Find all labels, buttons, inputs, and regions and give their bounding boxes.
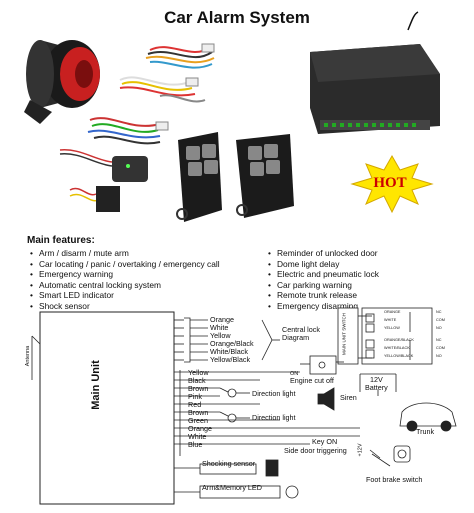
features-list-right: Reminder of unlocked door Dome light del… [268, 248, 379, 312]
feature-item: Emergency disarming [268, 301, 379, 312]
wire-label: Black [188, 376, 206, 385]
wire-label: Yellow [210, 331, 231, 340]
trunk-label: Trunk [416, 427, 435, 436]
wire-label: Orange [210, 315, 234, 324]
siren-label: Siren [340, 393, 357, 402]
wire-label: Orange [188, 424, 212, 433]
remote-control-image [236, 134, 294, 218]
central-lock-label: Central lock Diagram [282, 325, 320, 342]
wire-label: Brown [188, 384, 209, 393]
antenna-label: Antenna [25, 345, 31, 367]
shock-sensor-image [59, 149, 148, 182]
switch-wire-label: WHITE [384, 318, 397, 322]
feature-item: Car parking warning [268, 280, 379, 291]
switch-pin-label: COM [436, 318, 445, 322]
feature-item: Emergency warning [30, 269, 220, 280]
switch-pin-label: COM [436, 346, 445, 350]
wire-label: Blue [188, 440, 203, 449]
hot-badge-text: HOT [373, 175, 407, 191]
foot-brake-label: Foot brake switch [366, 475, 423, 484]
feature-item: Arm / disarm / mute arm [30, 248, 220, 259]
siren-image [24, 40, 100, 124]
switch-pin-label: NO [436, 326, 442, 330]
side-door-label: Side door triggering [284, 446, 347, 455]
relay-image [69, 186, 120, 212]
switch-pin-label: NC [436, 310, 442, 314]
key-on-label: Key ON [312, 437, 338, 446]
features-heading: Main features: [27, 235, 95, 246]
feature-item: Electric and pneumatic lock [268, 269, 379, 280]
direction-light-label: Direction light [252, 413, 296, 422]
on-label: ON [290, 371, 299, 377]
switch-pin-label: NC [436, 338, 442, 342]
feature-item: Dome light delay [268, 259, 379, 270]
engine-cut-off-label: Engine cut off [290, 376, 334, 385]
main-unit-box-image [310, 11, 440, 134]
wire-label: Brown [188, 408, 209, 417]
wire-label: Green [188, 416, 208, 425]
features-list-left: Arm / disarm / mute arm Car locating / p… [30, 248, 220, 312]
battery-symbol [359, 373, 397, 396]
main-unit-label: Main Unit [90, 360, 102, 410]
page-title: Car Alarm System [164, 8, 310, 27]
wire-label: Yellow/Black [210, 355, 251, 364]
wire-harness-image [87, 46, 215, 145]
product-photos [24, 11, 440, 222]
feature-item: Smart LED indicator [30, 290, 220, 301]
plus12v-label: +12V [357, 443, 364, 457]
hot-badge-star [350, 154, 434, 214]
wiring-diagram [31, 307, 457, 505]
feature-item: Car locating / panic / overtaking / emer… [30, 259, 220, 270]
wire-label: White [188, 432, 207, 441]
switch-wire-label: ORANGE [384, 310, 401, 314]
foot-brake-symbol [369, 445, 411, 467]
direction-light-label: Direction light [252, 389, 296, 398]
wire-label: Pink [188, 392, 202, 401]
wire-label: White [210, 323, 229, 332]
lower-wire-harness [174, 370, 360, 456]
upper-wire-harness [174, 317, 280, 363]
engine-cut-off-relay [300, 355, 344, 375]
main-unit-switch-box [337, 307, 433, 365]
shocking-sensor-label: Shocking sensor [202, 459, 256, 468]
feature-item: Reminder of unlocked door [268, 248, 379, 259]
siren-symbol [317, 387, 335, 411]
shocking-sensor-symbol [174, 459, 279, 477]
wire-label: Yellow [188, 368, 209, 377]
feature-item: Remote trunk release [268, 290, 379, 301]
trunk-symbol [399, 402, 457, 432]
wire-label: Orange/Black [210, 339, 254, 348]
arm-memory-led-symbol [174, 485, 299, 499]
switch-wire-label: WHITE/BLACK [384, 346, 410, 350]
main-unit-box [39, 311, 175, 505]
switch-pin-label: NO [436, 354, 442, 358]
battery-label: 12V Battery [365, 375, 388, 392]
remote-control-image [176, 132, 222, 222]
wire-label: White/Black [210, 347, 248, 356]
wire-label: Red [188, 400, 202, 409]
feature-item: Automatic central locking system [30, 280, 220, 291]
main-unit-switch-label: MAIN UNIT SWITCH [341, 313, 347, 355]
feature-item: Shock sensor [30, 301, 220, 312]
arm-memory-led-label: Arm&Memory LED [202, 483, 262, 492]
switch-wire-label: YELLOW [384, 326, 400, 330]
switch-wire-label: ORANGE/BLACK [384, 338, 414, 342]
switch-wire-label: YELLOW/BLACK [384, 354, 414, 358]
